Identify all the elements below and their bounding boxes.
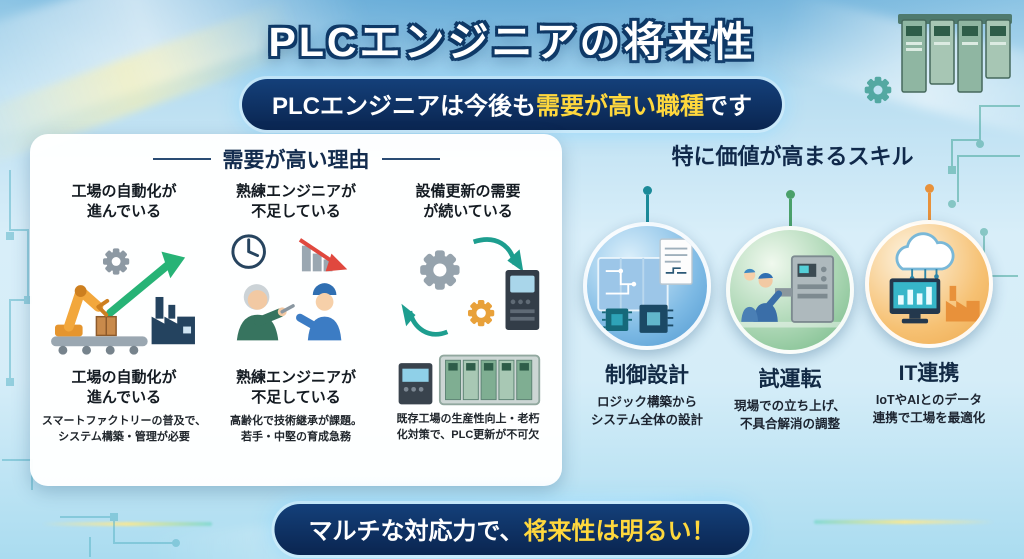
skills-heading: 特に価値が高まるスキル	[671, 144, 914, 169]
subtitle-banner: PLCエンジニアは今後も需要が高い職種です	[242, 79, 782, 130]
reason-factory-automation: 工場の自動化が 進んでいる 工場の自動化	[38, 182, 210, 446]
page-title: PLCエンジニアの将来性	[268, 19, 756, 65]
factory-automation-illustration	[51, 248, 195, 355]
reason-title: 設備更新の需要 が続いている	[415, 183, 521, 220]
gear-icon	[864, 76, 892, 104]
reason-emphasis: 熟練エンジニアが 不足している	[235, 369, 356, 406]
reasons-panel: 需要が高い理由 工場の自動化が 進んでいる	[30, 134, 562, 486]
reasons-columns: 工場の自動化が 進んでいる 工場の自動化	[38, 182, 554, 446]
control-design-illustration	[583, 222, 711, 350]
skill-control-design: 制御設計 ロジック構築から システム全体の設計	[569, 186, 725, 430]
skill-label: 試運転	[758, 368, 822, 391]
subtitle-pre: PLCエンジニアは今後も	[272, 93, 536, 120]
reason-title: 工場の自動化が 進んでいる	[71, 183, 177, 220]
skill-commissioning: 試運転 現場での立ち上げ、 不具合解消の調整	[712, 190, 868, 434]
subtitle-highlight: 需要が高い職種	[536, 93, 704, 120]
reason-caption: 既存工場の生産性向上・老朽 化対策で、PLC更新が不可欠	[396, 413, 540, 441]
it-integration-illustration	[865, 220, 993, 348]
subtitle-post: です	[704, 93, 752, 120]
reason-title: 熟練エンジニアが 不足している	[235, 183, 356, 220]
footer-highlight: 将来性は明るい！	[523, 518, 716, 545]
connector-dot	[924, 184, 934, 193]
reasons-heading: 需要が高い理由	[222, 149, 370, 172]
footer-banner: マルチな対応力で、将来性は明るい！	[274, 504, 750, 555]
connector-line	[927, 193, 931, 220]
reason-engineer-shortage: 熟練エンジニアが 不足している 熟練エン	[210, 182, 382, 446]
plc-unit-illustration	[398, 354, 541, 406]
glow-line	[42, 522, 212, 526]
connector-line	[645, 195, 649, 222]
skill-caption: ロジック構築から システム全体の設計	[590, 395, 704, 427]
heading-rule-left	[152, 158, 211, 160]
skill-caption: IoTやAIとのデータ 連携で工場を最適化	[872, 393, 986, 425]
connector-dot	[642, 186, 652, 195]
plc-rack-illustration	[898, 14, 1012, 93]
reason-emphasis: 工場の自動化が 進んでいる	[71, 369, 177, 406]
reason-caption: 高齢化で技術継承が課題。 若手・中堅の育成急務	[230, 415, 362, 443]
reason-caption: スマートファクトリーの普及で、 システム構築・管理が必要	[41, 415, 207, 443]
skill-it-integration: IT連携 IoTやAIとのデータ 連携で工場を最適化	[851, 184, 1007, 428]
footer-pre: マルチな対応力で、	[308, 518, 524, 545]
skill-label: IT連携	[898, 362, 960, 385]
connector-dot	[785, 190, 795, 199]
skill-label: 制御設計	[605, 364, 689, 387]
circuit-trace-decoration	[60, 513, 180, 557]
skill-caption: 現場での立ち上げ、 不具合解消の調整	[734, 399, 846, 431]
glow-line	[814, 520, 994, 524]
reason-equipment-renewal: 設備更新の需要 が続いている	[382, 182, 554, 446]
heading-rule-right	[381, 158, 440, 160]
commissioning-illustration	[726, 226, 854, 354]
reasons-heading-row: 需要が高い理由	[38, 144, 554, 174]
connector-line	[788, 199, 792, 226]
equipment-renewal-illustration	[401, 237, 540, 337]
engineer-shortage-illustration	[231, 234, 348, 341]
